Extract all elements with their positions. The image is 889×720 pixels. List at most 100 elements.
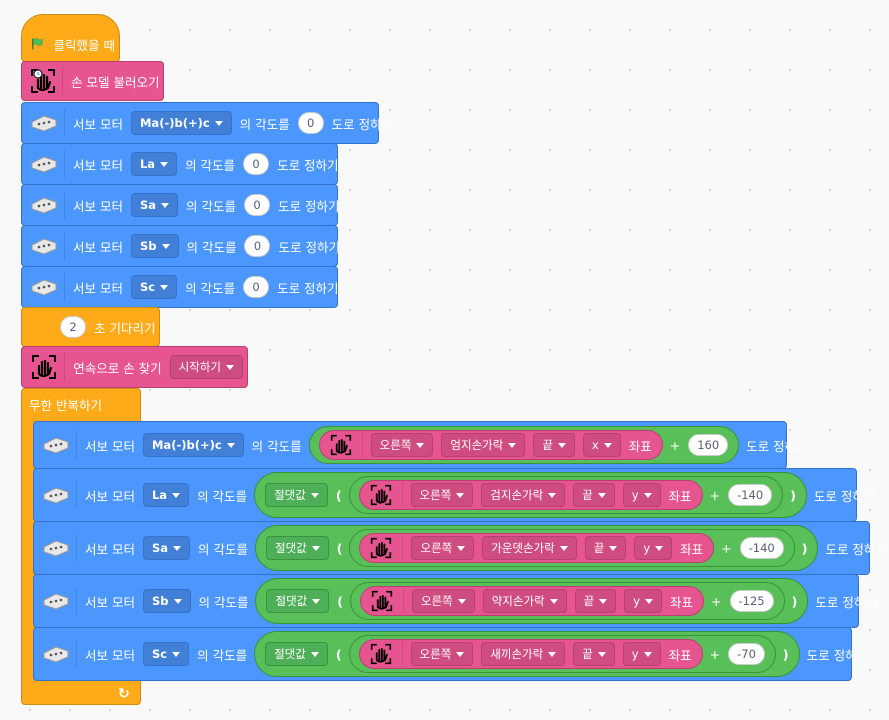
chevron-down-icon: [645, 598, 654, 604]
hand-side-dropdown[interactable]: 오른쪽: [411, 536, 475, 560]
servo-set-block-2[interactable]: 서보 모터 La 의 각도를 0 도로 정하기: [21, 143, 339, 185]
chevron-down-icon: [311, 545, 320, 551]
servo-set-block-4[interactable]: 서보 모터 Sb 의 각도를 0 도로 정하기: [21, 225, 340, 267]
finger-part-dropdown[interactable]: 끝: [574, 589, 617, 613]
finger-dropdown[interactable]: 약지손가락: [482, 589, 567, 613]
offset-value-input[interactable]: -140: [728, 484, 773, 506]
add-operator-reporter[interactable]: 오른쪽 검지손가락 끝 y 좌표 + -140: [348, 476, 784, 514]
servo-motor-dropdown[interactable]: La: [130, 152, 178, 176]
hand-model-icon: [30, 67, 63, 95]
abs-operator-reporter[interactable]: 절댓값 ( 오른쪽 새끼손가락 끝 y 좌표 + -70 ): [254, 631, 800, 677]
offset-value-input[interactable]: -125: [729, 590, 774, 612]
math-function-dropdown[interactable]: 절댓값: [266, 536, 329, 560]
finger-dropdown[interactable]: 검지손가락: [481, 483, 566, 507]
angle-suffix-label: 의 각도를: [239, 116, 290, 132]
axis-dropdown[interactable]: y: [622, 642, 661, 666]
close-paren-label: ): [790, 487, 796, 503]
when-flag-clicked-block[interactable]: 클릭했을 때: [21, 14, 120, 62]
chevron-down-icon: [597, 651, 606, 657]
servo-motor-dropdown[interactable]: Sb: [130, 234, 179, 258]
servo-motor-dropdown[interactable]: Sa: [142, 536, 191, 560]
hand-coordinate-reporter[interactable]: 오른쪽 검지손가락 끝 y 좌표: [358, 480, 703, 510]
servo-motor-dropdown[interactable]: Ma(-)b(+)c: [130, 111, 232, 135]
angle-value-input[interactable]: 0: [244, 194, 271, 216]
chevron-down-icon: [548, 651, 557, 657]
angle-value-input[interactable]: 0: [244, 235, 271, 257]
hand-side-dropdown[interactable]: 오른쪽: [370, 433, 434, 457]
abs-operator-reporter[interactable]: 절댓값 ( 오른쪽 가운뎃손가락 끝 y 좌표 + -140 ): [255, 525, 819, 571]
servo-set-block-1[interactable]: 서보 모터 Ma(-)b(+)c 의 각도를 0 도로 정하기: [21, 102, 393, 144]
angle-value-input[interactable]: 0: [243, 153, 270, 175]
loop-servo-block-1[interactable]: 서보 모터 Ma(-)b(+)c 의 각도를 오른쪽 엄지손가락 끝 x 좌표 …: [33, 421, 808, 469]
offset-value-input[interactable]: -70: [728, 643, 765, 665]
servo-motor-icon: [30, 232, 65, 260]
axis-dropdown[interactable]: y: [634, 536, 673, 560]
servo-motor-dropdown[interactable]: Sc: [130, 275, 178, 299]
axis-dropdown[interactable]: x: [582, 433, 621, 457]
finger-part-dropdown[interactable]: 끝: [584, 536, 627, 560]
chevron-down-icon: [456, 492, 465, 498]
loop-servo-block-5[interactable]: 서보 모터 Sc 의 각도를 절댓값 ( 오른쪽 새끼손가락 끝 y 좌표 + …: [33, 627, 868, 681]
hand-side-dropdown[interactable]: 오른쪽: [410, 483, 474, 507]
hand-side-dropdown[interactable]: 오른쪽: [410, 642, 474, 666]
math-function-dropdown[interactable]: 절댓값: [266, 589, 330, 613]
loop-arrow-icon: ↻: [118, 686, 130, 702]
chevron-down-icon: [597, 492, 606, 498]
continuous-hand-detect-block[interactable]: 연속으로 손 찾기 시작하기: [21, 346, 248, 388]
abs-operator-reporter[interactable]: 절댓값 ( 오른쪽 약지손가락 끝 y 좌표 + -125 ): [255, 578, 809, 624]
coord-label: 좌표: [668, 647, 692, 663]
loop-servo-block-4[interactable]: 서보 모터 Sb 의 각도를 절댓값 ( 오른쪽 약지손가락 끝 y 좌표 + …: [33, 574, 877, 628]
load-hand-model-block[interactable]: 손 모델 불러오기: [21, 61, 164, 101]
set-suffix-label: 도로 정하기: [278, 198, 340, 214]
add-operator-reporter[interactable]: 오른쪽 약지손가락 끝 y 좌표 + -125: [349, 582, 785, 620]
servo-motor-dropdown[interactable]: Ma(-)b(+)c: [142, 433, 244, 457]
wait-seconds-input[interactable]: 2: [60, 316, 86, 338]
math-function-dropdown[interactable]: 절댓값: [265, 642, 328, 666]
add-operator-reporter[interactable]: 오른쪽 새끼손가락 끝 y 좌표 + -70: [348, 635, 776, 673]
axis-dropdown[interactable]: y: [624, 589, 663, 613]
set-suffix-label: 도로 정하기: [746, 438, 808, 454]
plus-label: +: [669, 437, 681, 453]
servo-set-block-3[interactable]: 서보 모터 Sa 의 각도를 0 도로 정하기: [21, 184, 340, 226]
offset-value-input[interactable]: 160: [688, 434, 729, 456]
continuous-option-dropdown[interactable]: 시작하기: [169, 355, 243, 379]
offset-value-input[interactable]: -140: [739, 537, 784, 559]
set-suffix-label: 도로 정하기: [277, 157, 339, 173]
coord-label: 좌표: [680, 541, 704, 557]
hand-coordinate-reporter[interactable]: 오른쪽 약지손가락 끝 y 좌표: [359, 586, 705, 616]
coord-label: 좌표: [628, 438, 652, 454]
angle-value-input[interactable]: 0: [243, 276, 270, 298]
finger-part-dropdown[interactable]: 끝: [533, 433, 575, 457]
axis-dropdown[interactable]: y: [622, 483, 661, 507]
servo-motor-dropdown[interactable]: La: [142, 483, 190, 507]
plus-label: +: [709, 487, 721, 503]
math-function-dropdown[interactable]: 절댓값: [265, 483, 328, 507]
add-operator-reporter[interactable]: 오른쪽 가운뎃손가락 끝 y 좌표 + -140: [349, 529, 795, 567]
plus-label: +: [709, 646, 721, 662]
servo-motor-dropdown[interactable]: Sa: [130, 193, 179, 217]
finger-part-dropdown[interactable]: 끝: [573, 483, 615, 507]
hand-side-dropdown[interactable]: 오른쪽: [411, 589, 475, 613]
servo-motor-dropdown[interactable]: Sc: [142, 642, 190, 666]
angle-value-input[interactable]: 0: [297, 112, 324, 134]
hand-coordinate-reporter[interactable]: 오른쪽 새끼손가락 끝 y 좌표: [358, 639, 703, 669]
servo-set-block-5[interactable]: 서보 모터 Sc 의 각도를 0 도로 정하기: [21, 266, 339, 308]
servo-motor-icon: [42, 534, 77, 562]
servo-motor-dropdown[interactable]: Sb: [142, 589, 191, 613]
plus-label: +: [711, 593, 722, 609]
hand-coordinate-reporter[interactable]: 오른쪽 가운뎃손가락 끝 y 좌표: [359, 533, 715, 563]
hand-coordinate-reporter[interactable]: 오른쪽 엄지손가락 끝 x 좌표: [318, 430, 663, 460]
abs-operator-reporter[interactable]: 절댓값 ( 오른쪽 검지손가락 끝 y 좌표 + -140 ): [254, 472, 807, 518]
loop-servo-block-2[interactable]: 서보 모터 La 의 각도를 절댓값 ( 오른쪽 검지손가락 끝 y 좌표 + …: [33, 468, 875, 522]
wait-seconds-block[interactable]: 2 초 기다리기: [21, 307, 160, 347]
loop-servo-block-3[interactable]: 서보 모터 Sa 의 각도를 절댓값 ( 오른쪽 가운뎃손가락 끝 y 좌표 +…: [33, 521, 887, 575]
open-paren-label: (: [337, 593, 343, 609]
chevron-down-icon: [599, 598, 608, 604]
finger-dropdown[interactable]: 가운뎃손가락: [482, 536, 577, 560]
finger-dropdown[interactable]: 새끼손가락: [481, 642, 566, 666]
finger-part-dropdown[interactable]: 끝: [573, 642, 615, 666]
continuous-hand-detect-label: 연속으로 손 찾기: [73, 360, 162, 376]
finger-dropdown[interactable]: 엄지손가락: [441, 433, 526, 457]
add-operator-reporter[interactable]: 오른쪽 엄지손가락 끝 x 좌표 + 160: [308, 426, 740, 464]
servo-motor-icon: [30, 191, 65, 219]
